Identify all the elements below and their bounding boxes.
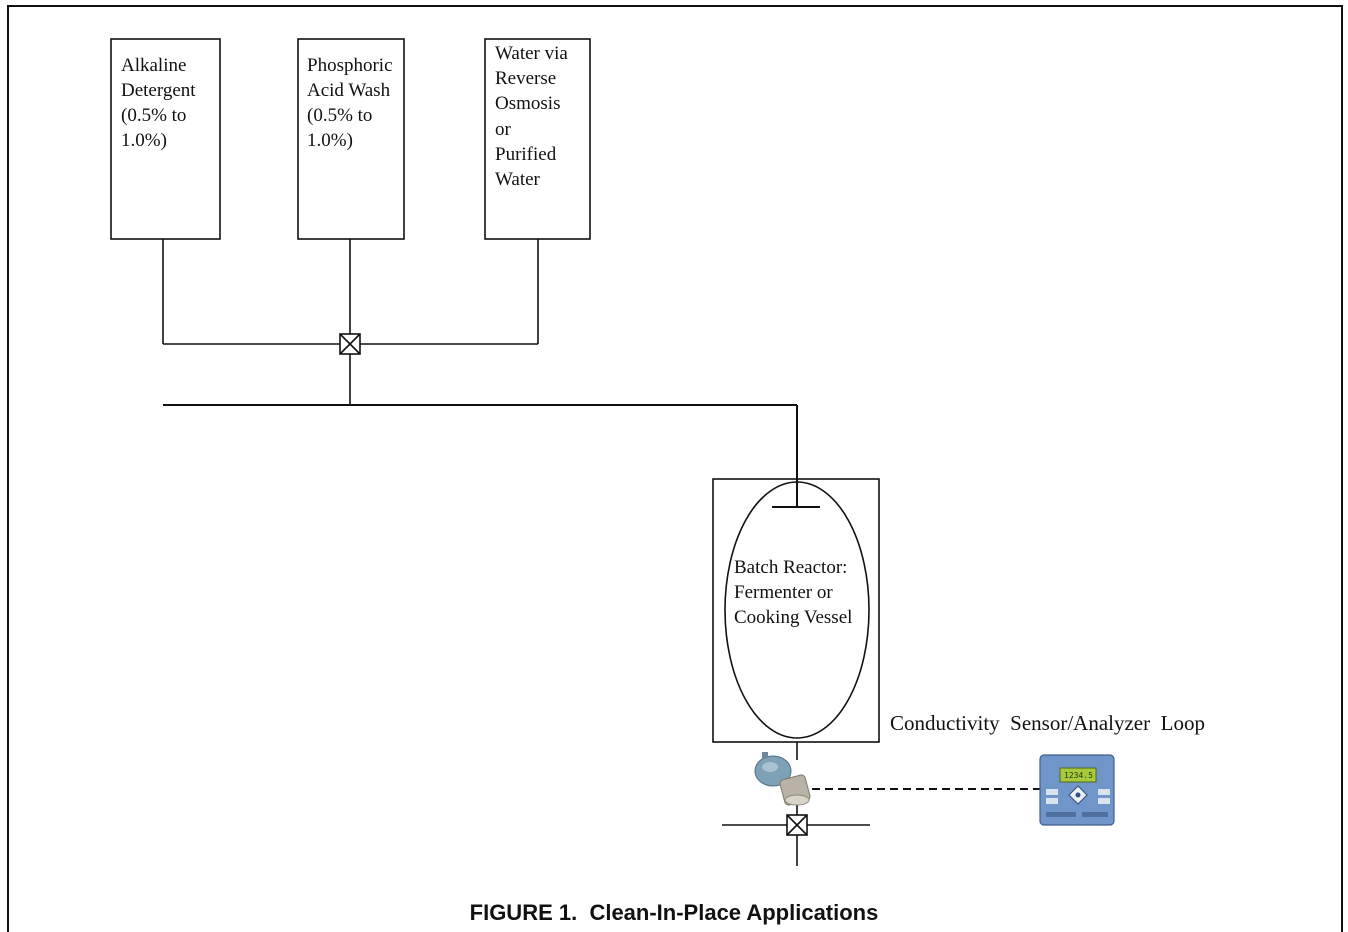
tank-water-line-5: Purified — [495, 144, 557, 165]
figure-caption: FIGURE 1. Clean-In-Place Applications — [470, 900, 879, 925]
tank-alkaline-line-3: (0.5% to — [121, 105, 186, 126]
tank-phosphoric-line-2: Acid Wash — [307, 80, 391, 101]
tank-phosphoric-line-3: (0.5% to — [307, 105, 372, 126]
main-supply-line — [163, 404, 798, 507]
figure-frame — [7, 5, 1343, 932]
tank-manifold-piping — [162, 239, 539, 405]
manifold-valve-icon — [339, 333, 361, 355]
tank-water-line-3: Osmosis — [495, 93, 560, 114]
outlet-piping — [722, 742, 870, 866]
tank-alkaline-line-4: 1.0%) — [121, 130, 167, 151]
tank-water-line-6: Water — [495, 169, 541, 190]
conductivity-sensor-icon — [754, 752, 811, 806]
reactor-line-1: Batch Reactor: — [734, 557, 847, 578]
tank-alkaline-line-1: Alkaline — [121, 55, 186, 76]
tank-alkaline-line-2: Detergent — [121, 80, 196, 101]
tank-phosphoric-acid: Phosphoric Acid Wash (0.5% to 1.0%) — [297, 38, 405, 240]
conductivity-loop-label: Conductivity Sensor/Analyzer Loop — [890, 711, 1205, 735]
batch-reactor: Batch Reactor: Fermenter or Cooking Vess… — [712, 478, 880, 743]
tank-phosphoric-line-1: Phosphoric — [307, 55, 393, 76]
drain-valve-icon — [786, 814, 808, 836]
analyzer-display-readout: 1234.5 — [1064, 771, 1093, 780]
tank-water-line-4: or — [495, 119, 512, 140]
tank-water: Water via Reverse Osmosis or Purified Wa… — [484, 38, 591, 240]
tank-water-line-1: Water via — [495, 43, 568, 64]
tank-phosphoric-line-4: 1.0%) — [307, 130, 353, 151]
analyzer-unit-icon: 1234.5 — [1039, 754, 1115, 826]
tank-alkaline-detergent: Alkaline Detergent (0.5% to 1.0%) — [110, 38, 221, 240]
tank-water-line-2: Reverse — [495, 68, 556, 89]
reactor-line-2: Fermenter or — [734, 582, 833, 603]
reactor-line-3: Cooking Vessel — [734, 607, 852, 628]
